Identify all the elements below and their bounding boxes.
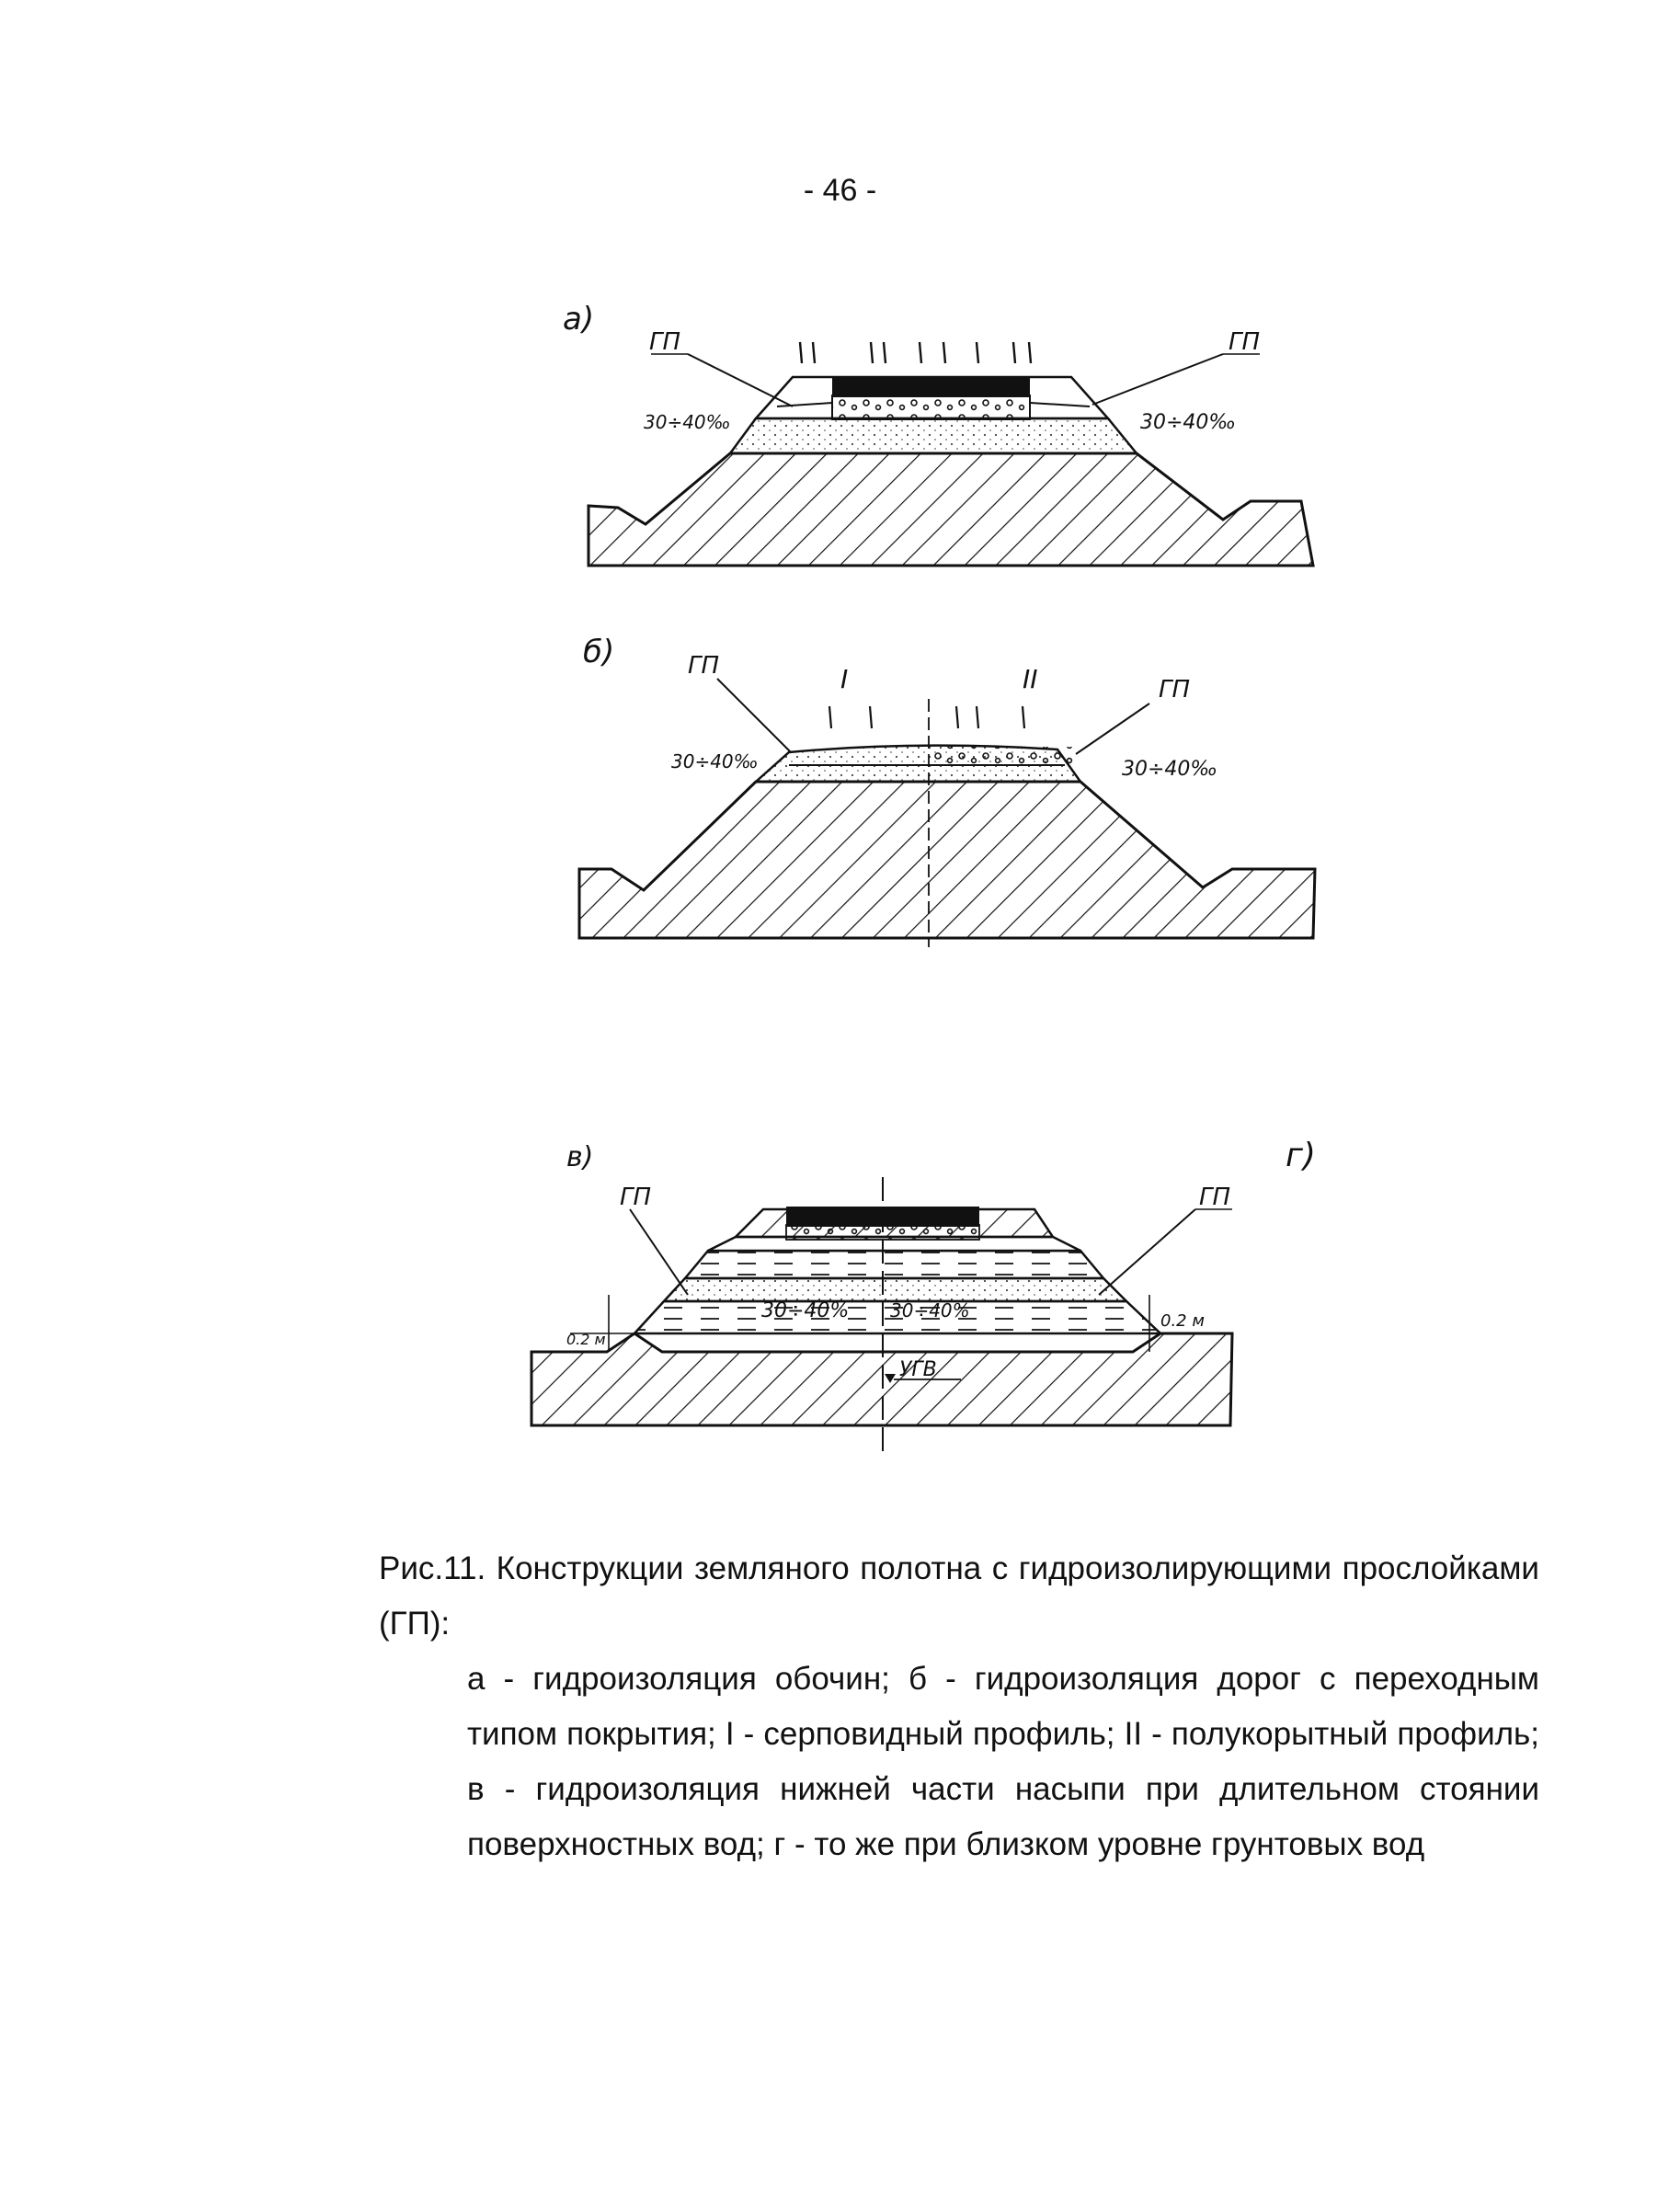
panel-g-label: г) — [1286, 1137, 1316, 1174]
panel-b-profile-1: I — [840, 664, 848, 694]
panel-a-sand-layer — [727, 417, 1139, 455]
caption-description: а - гидроизоляция обочин; б - гидроизоля… — [467, 1661, 1539, 1862]
panel-a-rain-marks — [798, 341, 1033, 364]
panel-a-label: а) — [563, 301, 594, 337]
panel-v-ugv: УГВ — [899, 1358, 937, 1381]
panel-v-upper-layer — [682, 1249, 1106, 1280]
panel-v-gp-right: ГП — [1199, 1184, 1230, 1211]
panel-b-label: б) — [583, 634, 614, 670]
panel-v-middle-layer — [661, 1276, 1130, 1303]
panel-v-slope-right: 30÷40% — [890, 1299, 970, 1321]
panel-a-pavement — [832, 377, 1030, 397]
caption-title: Рис.11. Конструкции земляного полотна с … — [379, 1550, 1539, 1642]
panel-v-gp-left: ГП — [620, 1184, 651, 1211]
figure-caption: Рис.11. Конструкции земляного полотна с … — [379, 1541, 1539, 1872]
panel-a-embankment — [587, 452, 1315, 567]
panel-b-slope-right: 30÷40‰ — [1122, 758, 1217, 781]
figure-drawing: а) ГП ГП 30÷40‰ 30÷40‰ б) — [530, 301, 1317, 1458]
panel-b-slope-left: 30÷40‰ — [671, 750, 759, 772]
panel-v-height-right: 0.2 м — [1160, 1311, 1205, 1331]
panel-a-gp-left: ГП — [649, 328, 680, 356]
panel-b-embankment — [577, 780, 1317, 940]
panel-v-slope-left: 30÷40% — [761, 1299, 849, 1322]
panel-a-slope-left: 30÷40‰ — [644, 411, 731, 433]
panel-v-height-left: 0.2 м — [566, 1331, 606, 1348]
panel-b-profile-2: II — [1023, 664, 1038, 694]
panel-v: в) г) ГП ГП 30÷40% 30÷40% 0.2 м 0.2 м УГ… — [530, 1137, 1316, 1458]
panel-a-base — [831, 395, 1031, 420]
panel-a-slope-right: 30÷40‰ — [1140, 411, 1236, 434]
page-number: - 46 - — [803, 173, 877, 208]
water-level-icon — [885, 1374, 896, 1383]
panel-b-rain-marks — [828, 705, 1026, 729]
panel-a-gp-right: ГП — [1229, 328, 1260, 356]
panel-b-gp-left: ГП — [688, 652, 719, 680]
panel-v-label: в) — [566, 1141, 593, 1173]
panel-b: б) I II ГП ГП 30÷40‰ 30÷40‰ — [577, 634, 1317, 947]
panel-a: а) ГП ГП 30÷40‰ 30÷40‰ — [563, 301, 1315, 567]
panel-b-gp-right: ГП — [1159, 676, 1190, 704]
